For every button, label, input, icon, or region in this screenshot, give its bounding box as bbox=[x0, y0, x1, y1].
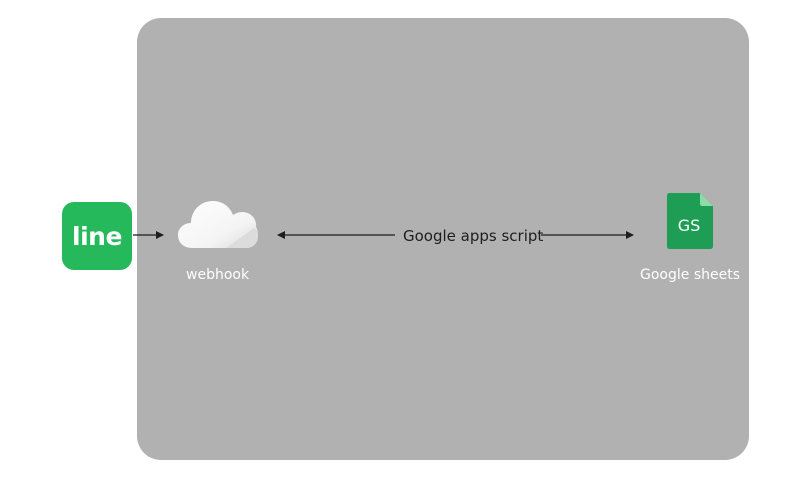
webhook-label: webhook bbox=[186, 267, 250, 283]
google-sheets-icon: GS bbox=[667, 193, 713, 249]
line-app-icon: line bbox=[62, 202, 132, 270]
line-logo-text: line bbox=[72, 221, 122, 251]
cloud-icon bbox=[178, 201, 258, 248]
apps-script-label: Google apps script bbox=[403, 227, 544, 245]
google-sheets-label: Google sheets bbox=[640, 267, 740, 283]
sheets-logo-text: GS bbox=[678, 216, 701, 235]
